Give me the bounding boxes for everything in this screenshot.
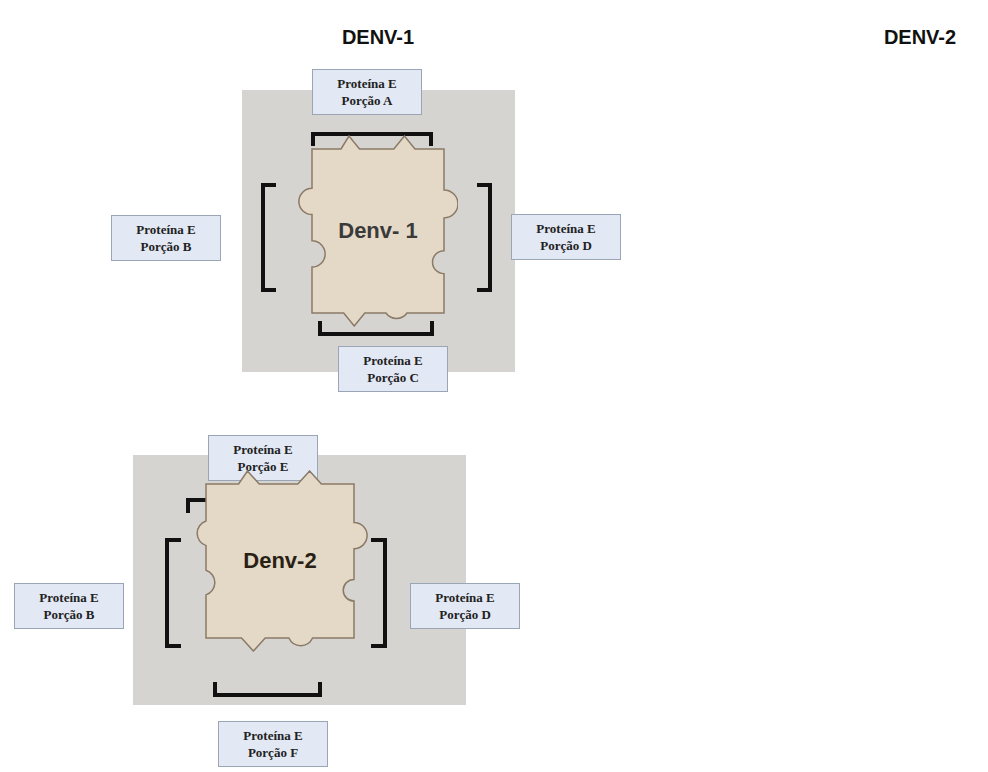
box-label: Proteína E Porção A — [321, 75, 413, 109]
puzzle-piece: Denv- 1 — [298, 135, 458, 327]
label-box: Proteína E Porção B — [14, 583, 124, 629]
label-box: Proteína E Porção A — [312, 69, 422, 115]
grey-backdrop — [242, 90, 515, 372]
box-label: Proteína E Porção D — [520, 220, 612, 254]
label-box: Proteína E Porção C — [338, 346, 448, 392]
box-label: Proteína E Porção D — [419, 589, 511, 623]
panel-title: DENV-2 — [884, 26, 956, 49]
label-box: Proteína E Porção B — [111, 215, 221, 261]
piece-label: Denv-2 — [192, 548, 368, 574]
box-label: Proteína E Porção B — [23, 589, 115, 623]
box-label: Proteína E Porção E — [217, 441, 309, 475]
panel-title: DENV-1 — [342, 26, 414, 49]
label-box: Proteína E Porção D — [410, 583, 520, 629]
box-label: Proteína E Porção C — [347, 352, 439, 386]
piece-label: Denv- 1 — [298, 218, 458, 244]
label-box: Proteína E Porção F — [218, 721, 328, 767]
grey-backdrop — [133, 455, 466, 705]
box-label: Proteína E Porção B — [120, 221, 212, 255]
label-box: Proteína E Porção D — [511, 214, 621, 260]
box-label: Proteína E Porção F — [227, 727, 319, 761]
puzzle-piece: Denv-2 — [192, 470, 368, 652]
label-box: Proteína E Porção E — [208, 435, 318, 481]
